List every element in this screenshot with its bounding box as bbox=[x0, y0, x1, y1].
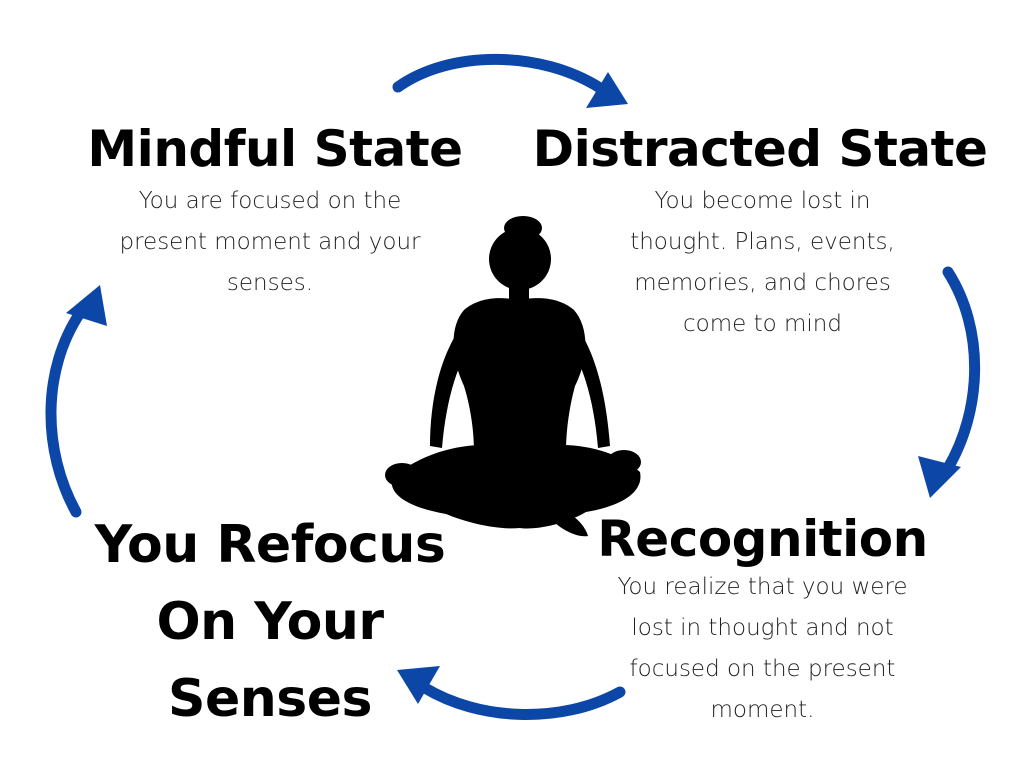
refocus-title: You Refocus On Your Senses bbox=[70, 507, 470, 738]
description-line: You become lost in bbox=[654, 188, 871, 214]
description-line: memories, and chores bbox=[634, 270, 891, 296]
arrow-bottom bbox=[397, 666, 626, 720]
description-line: moment. bbox=[710, 697, 815, 723]
description-line: You realize that you were bbox=[617, 574, 908, 600]
description-line: thought. Plans, events, bbox=[630, 229, 895, 255]
description-line: You are focused on the bbox=[138, 188, 402, 214]
arrow-top bbox=[392, 53, 628, 108]
description-line: focused on the present bbox=[629, 656, 896, 682]
distracted-state-title: Distracted State bbox=[532, 120, 988, 178]
description-line: present moment and your bbox=[119, 229, 421, 255]
distracted-state-description: You become lost in thought. Plans, event… bbox=[580, 181, 945, 345]
refocus-title-line: You Refocus bbox=[94, 515, 446, 575]
arrow-left bbox=[45, 285, 107, 518]
refocus-title-line: On Your bbox=[156, 592, 384, 652]
arrow-right bbox=[918, 266, 981, 498]
description-line: come to mind bbox=[683, 311, 842, 337]
mindful-state-description: You are focused on the present moment an… bbox=[70, 181, 470, 304]
mindful-state-title: Mindful State bbox=[87, 120, 463, 178]
recognition-description: You realize that you were lost in though… bbox=[575, 567, 950, 731]
recognition-title: Recognition bbox=[597, 510, 928, 568]
refocus-title-line: Senses bbox=[168, 669, 372, 729]
description-line: senses. bbox=[226, 270, 314, 296]
description-line: lost in thought and not bbox=[631, 615, 894, 641]
